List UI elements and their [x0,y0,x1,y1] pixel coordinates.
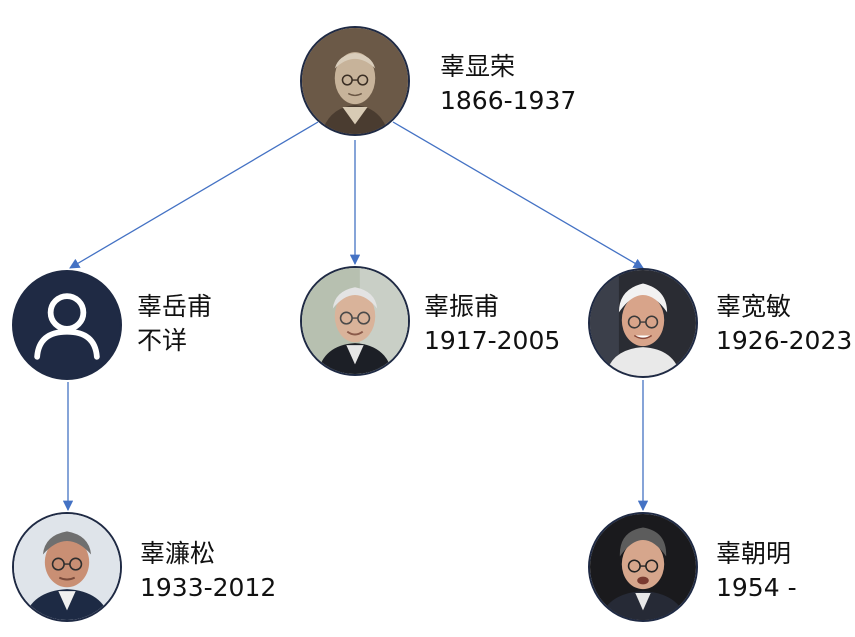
node-label-yuefu: 辜岳甫 不详 [137,290,212,358]
edge-root-to-kuanmin [392,121,644,269]
person-name: 辜振甫 [424,292,500,321]
color-portrait-image [14,514,120,620]
color-portrait-image [302,268,408,374]
edge-root-to-yuefu [69,121,319,269]
color-portrait-image [590,514,696,620]
person-name: 辜显荣 [440,52,516,81]
person-name: 辜朝明 [716,539,792,568]
node-label-zhenfu: 辜振甫 1917-2005 [424,290,560,358]
avatar-liansong [12,512,122,622]
user-placeholder-icon [14,272,120,378]
avatar-root [300,26,410,136]
avatar-chaoming [588,512,698,622]
avatar-zhenfu [300,266,410,376]
person-years: 1866-1937 [440,86,577,115]
person-years: 1917-2005 [424,326,561,355]
person-name: 辜濂松 [140,539,216,568]
node-label-liansong: 辜濂松 1933-2012 [140,537,276,605]
node-label-kuanmin: 辜宽敏 1926-2023 [716,290,852,358]
sepia-portrait-image [302,28,408,134]
person-years: 1926-2023 [716,326,853,355]
avatar-kuanmin [588,268,698,378]
color-portrait-image [590,270,696,376]
person-years: 不详 [137,326,188,355]
avatar-yuefu [12,270,122,380]
person-years: 1933-2012 [140,573,277,602]
person-name: 辜宽敏 [716,292,792,321]
person-years: 1954 - [716,573,797,602]
node-label-chaoming: 辜朝明 1954 - [716,537,797,605]
node-label-root: 辜显荣 1866-1937 [440,50,576,118]
person-name: 辜岳甫 [137,292,213,321]
